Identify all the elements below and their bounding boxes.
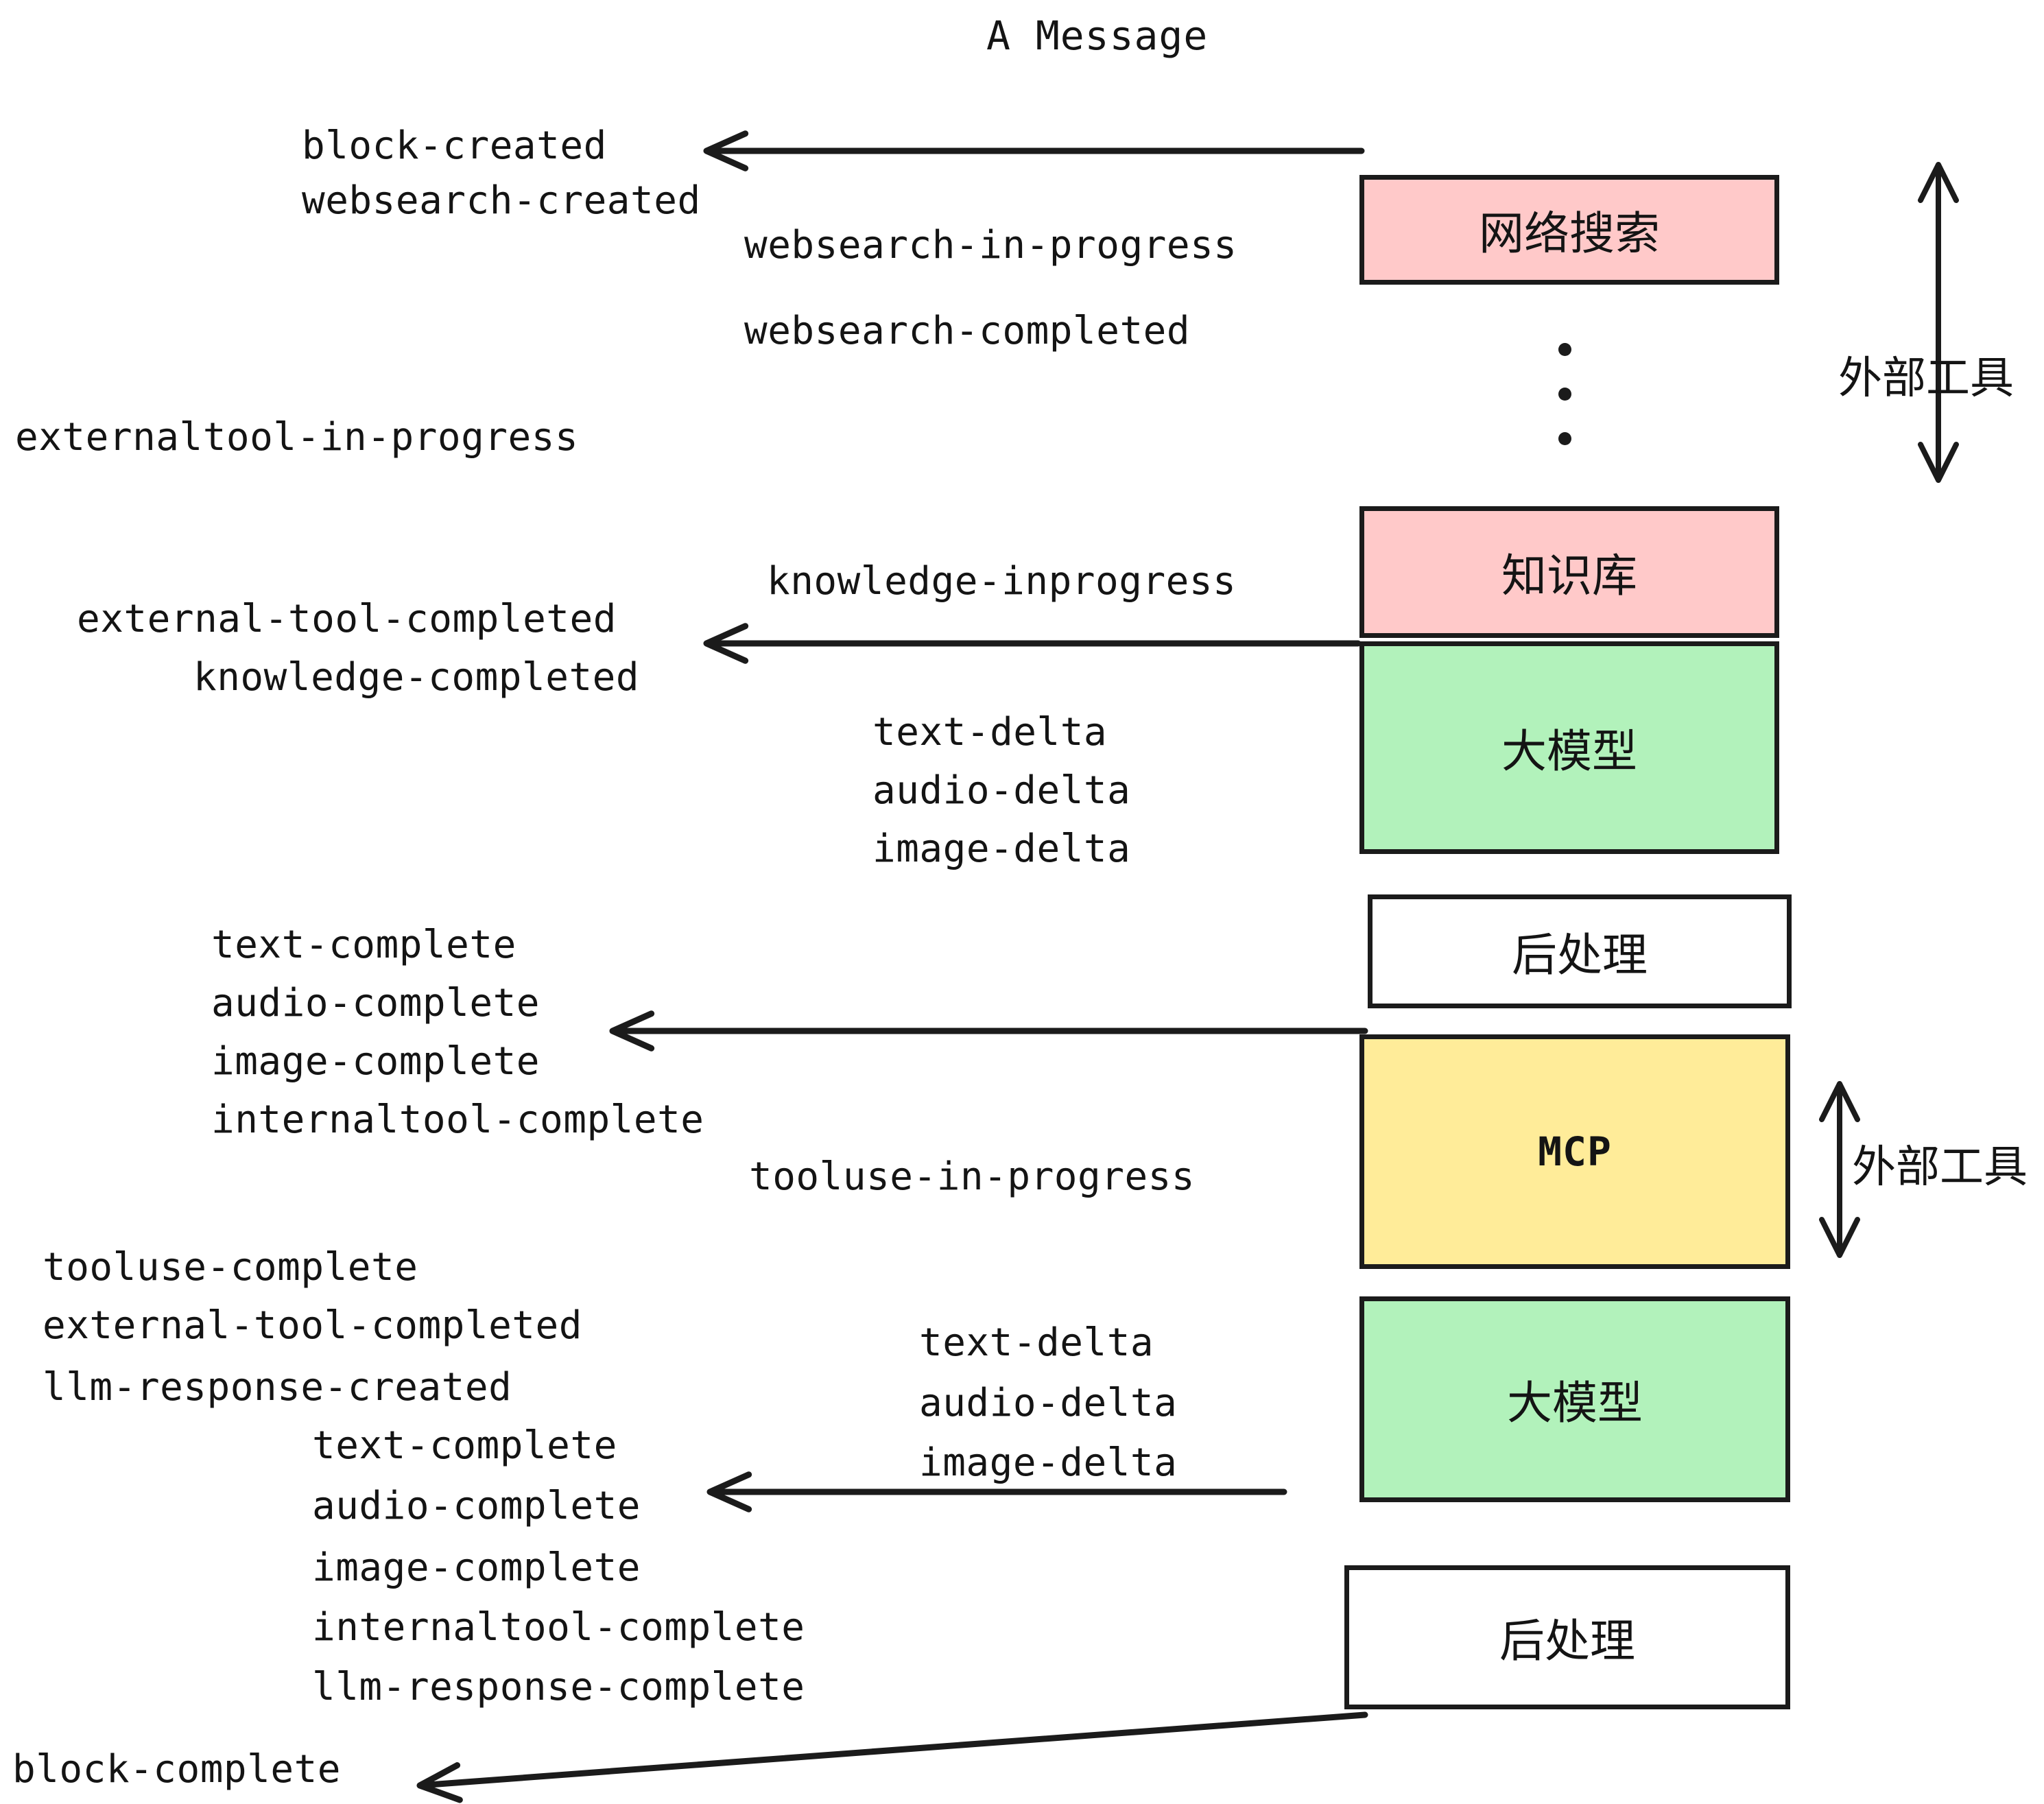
event-label-llm-response-created: llm-response-created: [43, 1365, 512, 1410]
node-label: 网络搜索: [1479, 207, 1660, 260]
event-label-tooluse-in-progress: tooluse-in-progress: [749, 1154, 1196, 1199]
group-label-external-tools-top: 外部工具: [1838, 353, 2014, 404]
flow-arrow: [416, 1711, 1368, 1803]
event-label-text-complete-2: text-complete: [312, 1423, 617, 1468]
event-label-llm-response-complete: llm-response-complete: [312, 1665, 805, 1709]
event-label-image-delta-2: image-delta: [919, 1440, 1178, 1485]
event-label-image-complete-2: image-complete: [312, 1545, 641, 1590]
flow-arrow: [703, 130, 1365, 171]
ellipsis-dot: [1558, 343, 1571, 356]
node-label: 后处理: [1499, 1615, 1635, 1667]
node-box-knowledge[interactable]: 知识库: [1359, 506, 1779, 638]
event-label-audio-complete-1: audio-complete: [211, 981, 540, 1025]
range-arrow: [1918, 162, 1959, 483]
event-label-image-complete-1: image-complete: [211, 1039, 540, 1084]
event-label-websearch-in-progress: websearch-in-progress: [744, 223, 1237, 268]
node-label: 大模型: [1501, 725, 1637, 778]
ellipsis-dot: [1558, 388, 1571, 401]
node-label: 大模型: [1507, 1377, 1643, 1429]
page-title: A Message: [986, 12, 1209, 59]
event-label-audio-delta-1: audio-delta: [872, 768, 1131, 813]
node-box-llm-first[interactable]: 大模型: [1359, 641, 1779, 854]
event-label-tooluse-complete: tooluse-complete: [43, 1245, 418, 1290]
group-label-external-tools-bottom: 外部工具: [1852, 1142, 2028, 1193]
flow-arrow: [703, 623, 1362, 664]
event-label-knowledge-inprogress: knowledge-inprogress: [767, 559, 1237, 604]
event-label-websearch-created: websearch-created: [302, 178, 701, 223]
event-label-internaltool-complete-1: internaltool-complete: [211, 1097, 704, 1142]
event-label-text-complete-1: text-complete: [211, 923, 516, 967]
event-label-external-tool-completed-2: external-tool-completed: [43, 1303, 582, 1348]
event-label-audio-complete-2: audio-complete: [312, 1484, 641, 1528]
event-label-block-complete: block-complete: [12, 1747, 342, 1792]
node-label: 知识库: [1501, 549, 1637, 602]
event-label-internaltool-complete-2: internaltool-complete: [312, 1605, 805, 1650]
flow-arrow: [609, 1010, 1368, 1052]
event-label-text-delta-1: text-delta: [872, 710, 1108, 755]
event-label-audio-delta-2: audio-delta: [919, 1381, 1178, 1425]
event-label-externaltool-in-progress: externaltool-in-progress: [15, 415, 579, 460]
event-label-block-created: block-created: [302, 123, 607, 168]
node-label: 后处理: [1512, 929, 1648, 982]
node-box-postprocess-last[interactable]: 后处理: [1344, 1565, 1790, 1709]
event-label-text-delta-2: text-delta: [919, 1320, 1154, 1365]
vertical-ellipsis-icon: [1558, 343, 1571, 477]
node-box-mcp[interactable]: MCP: [1359, 1034, 1790, 1269]
event-label-image-delta-1: image-delta: [872, 827, 1131, 871]
node-box-postprocess-first[interactable]: 后处理: [1368, 894, 1792, 1008]
node-box-websearch[interactable]: 网络搜索: [1359, 175, 1779, 285]
event-label-websearch-completed: websearch-completed: [744, 309, 1191, 353]
event-label-external-tool-completed-1: external-tool-completed: [77, 597, 617, 641]
ellipsis-dot: [1558, 432, 1571, 445]
event-label-knowledge-completed: knowledge-completed: [193, 655, 640, 700]
node-label: MCP: [1538, 1128, 1612, 1175]
node-box-llm-second[interactable]: 大模型: [1359, 1296, 1790, 1502]
